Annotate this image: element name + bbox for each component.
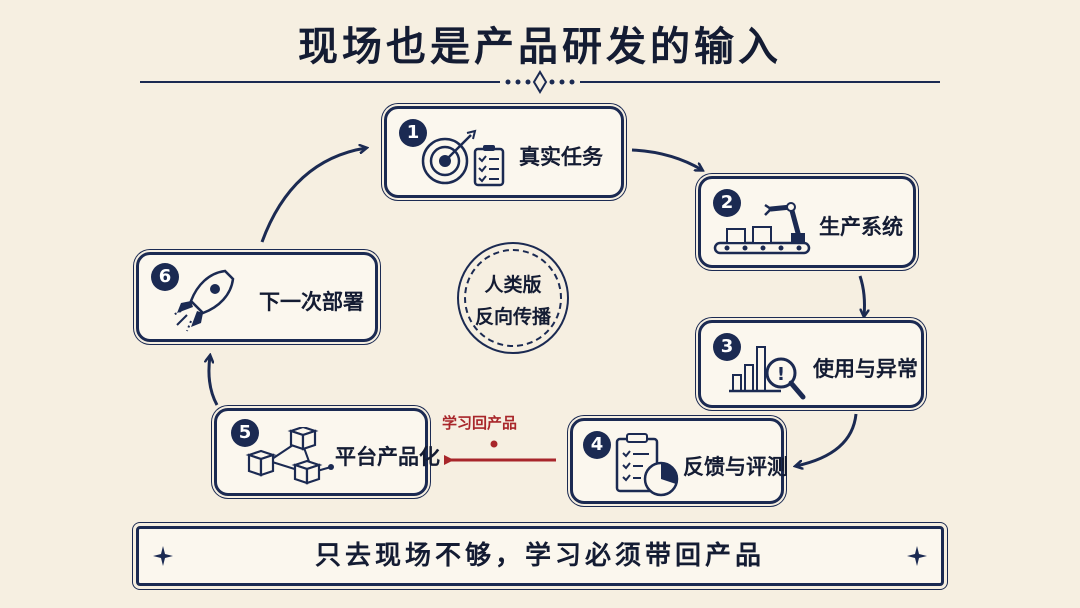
arrow-1-to-2 bbox=[631, 148, 702, 170]
arrow-6-to-1 bbox=[260, 148, 366, 243]
learn-back-label: 学习回产品 bbox=[442, 414, 518, 432]
step-number: 6 bbox=[151, 263, 179, 291]
center-badge: 人类版 反向传播 bbox=[457, 242, 569, 354]
step-4-feedback-evaluation: 4 反馈与评测 bbox=[570, 418, 788, 504]
step-number: 2 bbox=[713, 189, 741, 217]
step-3-usage-exceptions: 3 ! 使用与异常 bbox=[698, 320, 924, 408]
svg-text:!: ! bbox=[777, 364, 785, 385]
banner-text: 只去现场不够，学习必须带回产品 bbox=[314, 541, 765, 571]
step-label: 反馈与评测 bbox=[683, 454, 788, 479]
arrow-2-to-3 bbox=[858, 275, 865, 316]
step-number: 1 bbox=[399, 119, 427, 147]
bar-chart-magnifier-icon: ! bbox=[729, 346, 806, 400]
step-number: 5 bbox=[231, 419, 259, 447]
cubes-network-icon bbox=[245, 427, 334, 485]
title-divider bbox=[140, 70, 940, 94]
step-1-real-task: 1 真实任务 bbox=[384, 106, 624, 198]
step-2-production-system: 2 生产系统 bbox=[698, 176, 916, 268]
step-5-platform-productization: 5 平台产品化 bbox=[214, 408, 440, 496]
bottom-banner: 只去现场不够，学习必须带回产品 bbox=[136, 526, 944, 586]
robot-arm-conveyor-icon bbox=[713, 202, 811, 255]
sparkle-icon bbox=[153, 546, 173, 566]
page-title: 现场也是产品研发的输入 bbox=[298, 23, 782, 70]
center-line-1: 人类版 bbox=[484, 274, 542, 296]
step-label: 下一次部署 bbox=[259, 289, 364, 314]
step-label: 使用与异常 bbox=[813, 356, 918, 381]
step-number: 3 bbox=[713, 333, 741, 361]
clipboard-pie-chart-icon bbox=[615, 433, 679, 497]
step-number: 4 bbox=[583, 431, 611, 459]
step-label: 真实任务 bbox=[519, 144, 603, 169]
center-dashed-ring bbox=[464, 249, 562, 347]
step-label: 平台产品化 bbox=[335, 444, 440, 469]
arrow-3-to-4 bbox=[796, 413, 858, 466]
rocket-icon bbox=[172, 269, 235, 332]
sparkle-icon bbox=[907, 546, 927, 566]
target-checklist-icon bbox=[421, 129, 505, 187]
center-line-2: 反向传播 bbox=[474, 306, 551, 328]
step-6-next-deployment: 6 下一次部署 bbox=[136, 252, 378, 342]
step-label: 生产系统 bbox=[819, 214, 903, 239]
arrow-5-to-6 bbox=[209, 356, 219, 406]
